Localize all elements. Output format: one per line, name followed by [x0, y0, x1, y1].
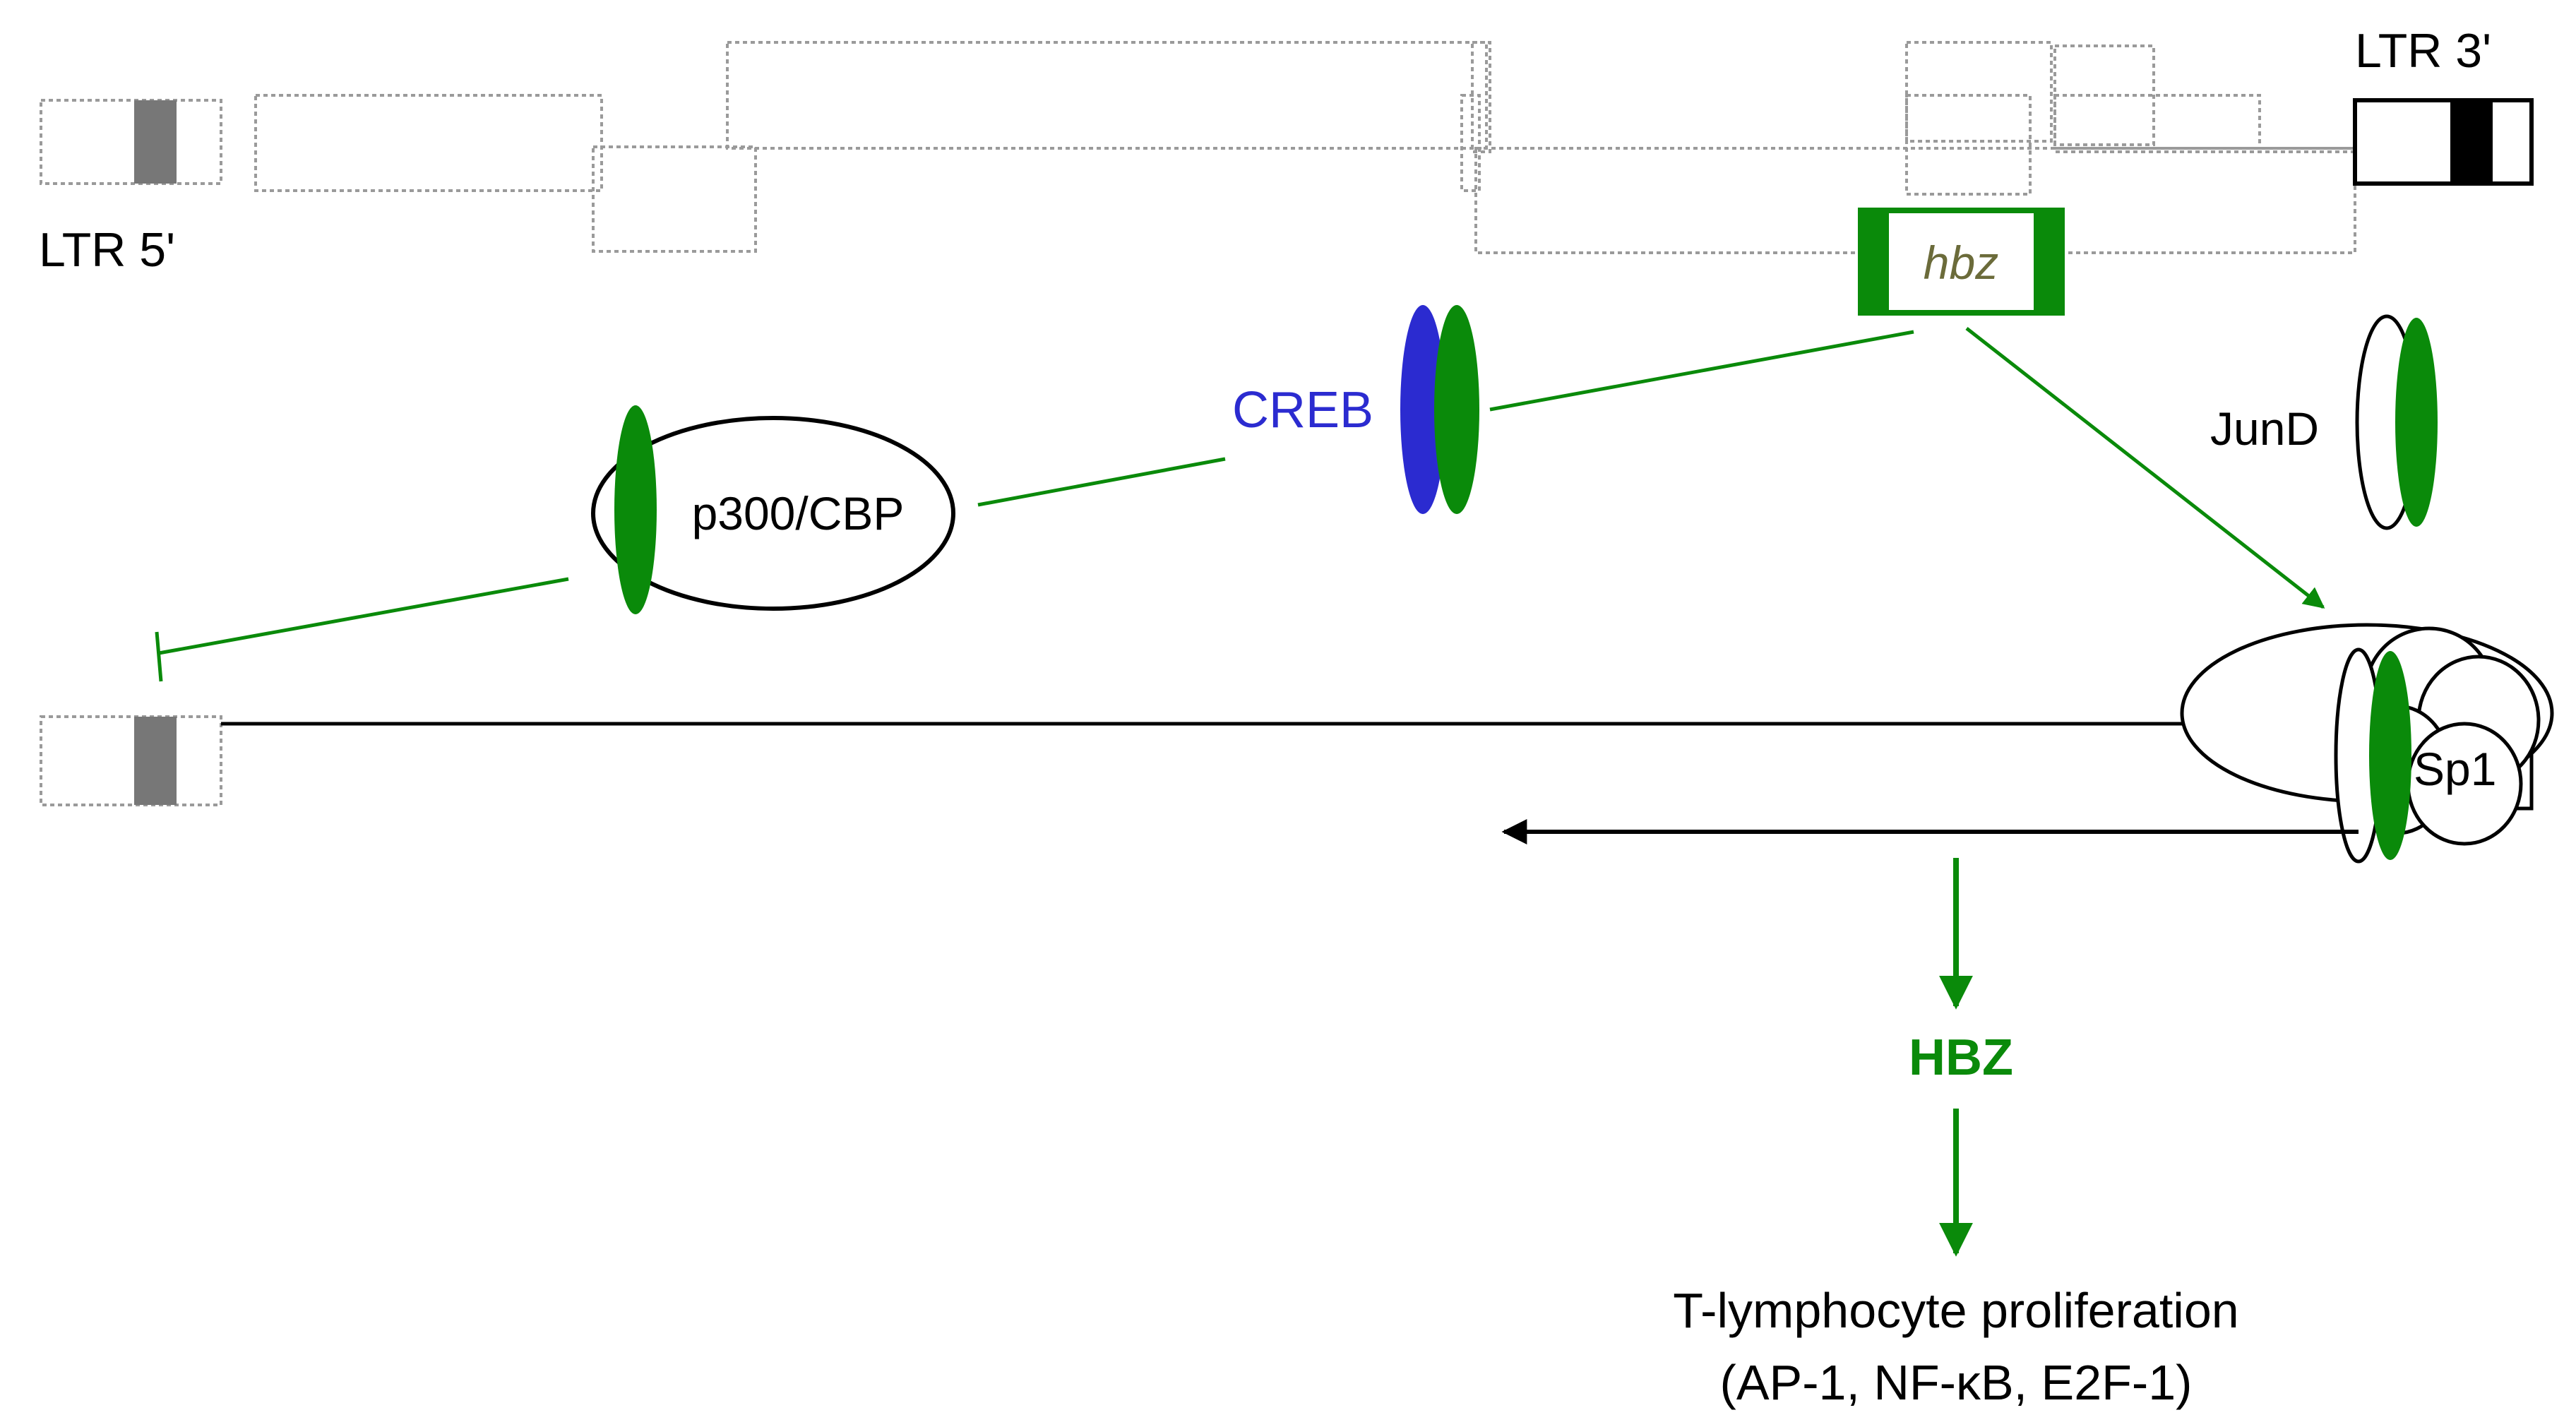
creb-green-subunit — [1434, 305, 1479, 514]
ltr5-box — [40, 99, 222, 185]
ltr5-lower-box-group — [40, 715, 222, 806]
ltr3-label: LTR 3' — [2355, 24, 2491, 78]
orf-box-7 — [1905, 41, 2053, 143]
orf-box-4 — [1460, 94, 1481, 192]
outcome-line-2: (AP-1, NF-κB, E2F-1) — [1720, 1355, 2193, 1410]
hbz-to-sp1-arrow — [1965, 327, 2325, 609]
hbz-gene-left-bar — [1861, 210, 1889, 313]
p300-to-ltr5-inhibition-line — [158, 577, 569, 655]
inhibition-bar — [155, 631, 163, 682]
p300-ellipse — [591, 416, 955, 611]
interaction-lines — [155, 327, 2325, 682]
orf-box-1 — [254, 94, 603, 192]
creb-to-p300-line — [977, 457, 1226, 507]
creb-blue-subunit — [1400, 305, 1445, 514]
hbz-gene-right-bar — [2034, 210, 2062, 313]
sp1-green-subunit — [2369, 651, 2411, 860]
creb-label: CREB — [1232, 382, 1373, 438]
outcome-line-1: T-lymphocyte proliferation — [1673, 1283, 2238, 1338]
p300-green-subunit — [614, 405, 657, 614]
ltr5-label: LTR 5' — [39, 223, 175, 277]
ltr3-core — [2450, 100, 2493, 184]
orf-box-5 — [1471, 41, 1491, 153]
jund-green-subunit — [2395, 318, 2438, 527]
p300-label: p300/CBP — [692, 487, 905, 539]
orf-box-3 — [726, 41, 1488, 150]
hbz-protein-label: HBZ — [1909, 1029, 2013, 1086]
sp1-complex: Sp1 — [2180, 623, 2554, 864]
ltr5-core — [134, 100, 177, 184]
ltr5-lower-box — [40, 715, 222, 806]
sp1-label: Sp1 — [2414, 743, 2496, 795]
orf-box-10 — [2053, 94, 2261, 150]
ltr3-box — [2353, 98, 2534, 186]
ltr5-lower-core — [134, 717, 177, 805]
orf-box-2 — [592, 145, 757, 253]
hbz-to-creb-line — [1489, 330, 1914, 412]
hbz-gene-label: hbz — [1924, 237, 1998, 289]
orf-box-8 — [1905, 94, 2032, 196]
jund-label: JunD — [2210, 402, 2319, 455]
